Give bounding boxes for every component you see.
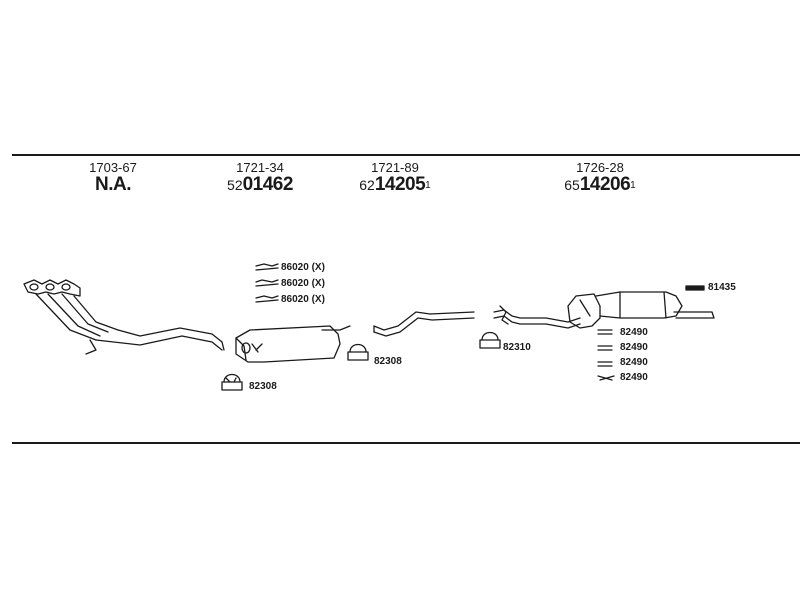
clamp-82308-a-drawing [221,373,243,391]
tail-mount-label: 81435 [708,282,736,293]
hanger-label-1: 86020 (X) [281,262,325,273]
top-divider [12,154,800,156]
hanger-label-2: 86020 (X) [281,278,325,289]
part-ref: 1726-28 [576,160,624,175]
part-ref: 1703-67 [89,160,137,175]
hanger-label-3: 86020 (X) [281,294,325,305]
rubber-label-3: 82490 [620,357,648,368]
part-header-rear-silencer: 1726-28 65142061 [540,160,660,196]
part-number: 65142061 [564,174,636,195]
manifold-drawing [23,279,225,355]
bottom-divider [12,442,800,444]
part-number: 62142051 [359,174,431,195]
clamp-label-c: 82310 [503,342,531,353]
part-ref: 1721-89 [371,160,419,175]
clamp-label-b: 82308 [374,356,402,367]
part-number: 5201462 [227,174,293,195]
part-ref: 1721-34 [236,160,284,175]
rubber-mount-icons [597,329,615,381]
part-number: N.A. [95,174,132,195]
part-header-front-silencer: 1721-34 5201462 [205,160,315,196]
part-header-manifold: 1703-67 N.A. [68,160,158,196]
rubber-label-1: 82490 [620,327,648,338]
middle-pipe-drawing [373,311,475,337]
hanger-icons [255,263,279,303]
rear-section-drawing [493,291,715,329]
rubber-label-4: 82490 [620,372,648,383]
clamp-82310-drawing [479,331,501,349]
part-header-middle-pipe: 1721-89 62142051 [335,160,455,196]
clamp-label-a: 82308 [249,381,277,392]
rubber-label-2: 82490 [620,342,648,353]
clamp-82308-b-drawing [347,343,369,361]
tail-mount-icon [685,285,705,291]
front-silencer-drawing [235,325,351,363]
